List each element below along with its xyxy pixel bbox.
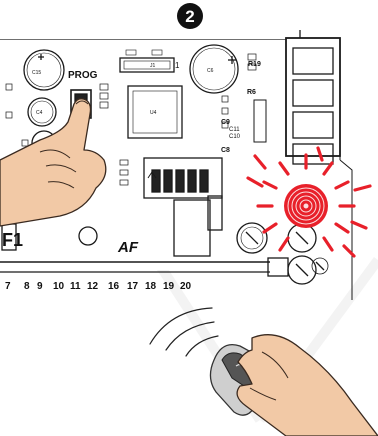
terminal-number: 7: [5, 281, 11, 292]
silk-r6: R6: [247, 89, 256, 96]
terminal-number: 12: [87, 281, 99, 292]
terminal-number: 16: [108, 281, 120, 292]
prog-label: PROG: [68, 70, 98, 81]
silk-c9: C9: [221, 119, 230, 126]
silk-c10: C10: [229, 134, 241, 140]
silk-af: AF: [117, 239, 139, 256]
terminal-number: 9: [37, 281, 43, 292]
silk-c15: C15: [32, 70, 41, 76]
silk-f1: F1: [2, 230, 23, 250]
step-number: 2: [185, 7, 194, 26]
terminal-number: 18: [145, 281, 157, 292]
silk-r19: R19: [248, 61, 261, 68]
silk-c11: C11: [229, 127, 240, 133]
hand-with-remote: [210, 335, 378, 436]
terminal-number: 10: [53, 281, 65, 292]
silk-one: 1: [175, 61, 180, 70]
terminal-number: 20: [180, 281, 192, 292]
silk-u4: U4: [150, 110, 157, 116]
terminal-number: 17: [127, 281, 139, 292]
silk-c6: C6: [207, 68, 214, 74]
terminal-number: 11: [70, 281, 81, 292]
silk-c8: C8: [221, 147, 230, 154]
silk-j1: J1: [150, 63, 156, 69]
silk-c4: C4: [36, 110, 43, 116]
terminal-number: 8: [24, 281, 30, 292]
step-badge: 2: [177, 3, 203, 29]
terminal-number: 19: [163, 281, 175, 292]
